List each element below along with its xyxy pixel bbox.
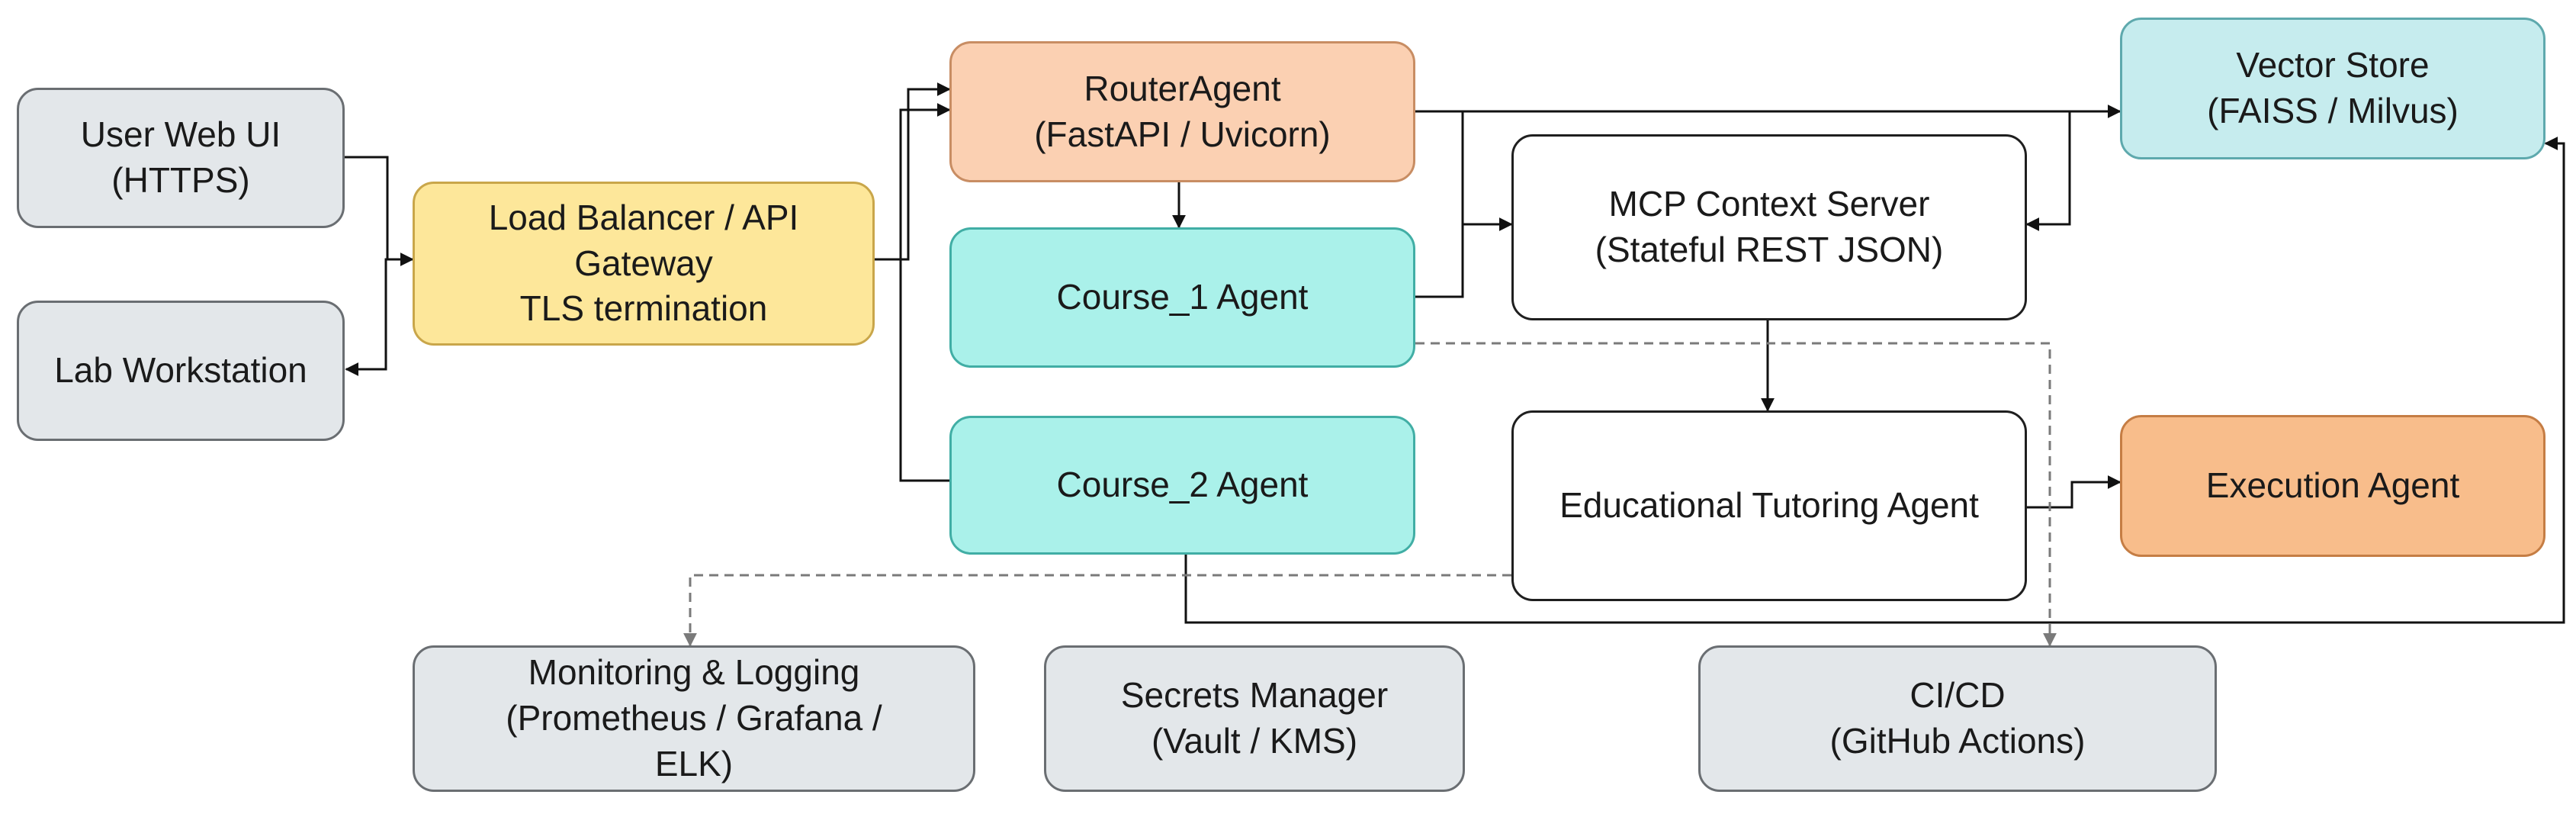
edge-course2-to-vectorstore [1184,137,2565,624]
execution-agent-node: Execution Agent [2120,415,2545,557]
cicd-node: CI/CD (GitHub Actions) [1698,645,2217,792]
edge-router-to-mcp [1415,110,1513,231]
lab-workstation-node: Lab Workstation [17,301,345,441]
edge-tutoring-to-monitoring-dashed [683,574,1511,647]
router-agent-label: RouterAgent (FastAPI / Uvicorn) [1034,68,1331,154]
lab-workstation-label: Lab Workstation [54,350,307,391]
edge-loadbalancer-to-router [875,82,951,261]
edge-course1-to-mcp [1415,224,1464,298]
edge-userweb-to-loadbalancer [340,156,414,266]
mcp-context-server-node: MCP Context Server (Stateful REST JSON) [1511,134,2027,320]
edge-loadbalancer-to-labworkstation [345,258,413,376]
vector-store-node: Vector Store (FAISS / Milvus) [2120,18,2545,159]
vector-store-label: Vector Store (FAISS / Milvus) [2207,45,2459,130]
edge-course2-to-router [899,103,951,482]
cicd-label: CI/CD (GitHub Actions) [1829,675,2086,761]
user-web-ui-label: User Web UI (HTTPS) [80,114,281,200]
course1-agent-node: Course_1 Agent [949,227,1415,368]
mcp-context-server-label: MCP Context Server (Stateful REST JSON) [1595,184,1944,269]
load-balancer-label: Load Balancer / API Gateway TLS terminat… [488,197,799,329]
secrets-manager-label: Secrets Manager (Vault / KMS) [1120,675,1389,761]
router-agent-node: RouterAgent (FastAPI / Uvicorn) [949,41,1415,182]
monitoring-logging-label: Monitoring & Logging (Prometheus / Grafa… [506,652,882,783]
edge-course1-to-cicd-dashed [1415,342,2057,647]
edge-vectorstore-to-mcp [2025,110,2120,231]
user-web-ui-node: User Web UI (HTTPS) [17,88,345,228]
tutoring-agent-label: Educational Tutoring Agent [1559,485,1979,526]
load-balancer-node: Load Balancer / API Gateway TLS terminat… [413,182,875,346]
secrets-manager-node: Secrets Manager (Vault / KMS) [1044,645,1465,792]
execution-agent-label: Execution Agent [2205,465,2460,506]
course1-agent-label: Course_1 Agent [1056,277,1309,317]
course2-agent-label: Course_2 Agent [1056,465,1309,505]
edge-tutoring-to-execution [2027,475,2122,509]
monitoring-logging-node: Monitoring & Logging (Prometheus / Grafa… [413,645,975,792]
course2-agent-node: Course_2 Agent [949,416,1415,555]
tutoring-agent-node: Educational Tutoring Agent [1511,410,2027,601]
